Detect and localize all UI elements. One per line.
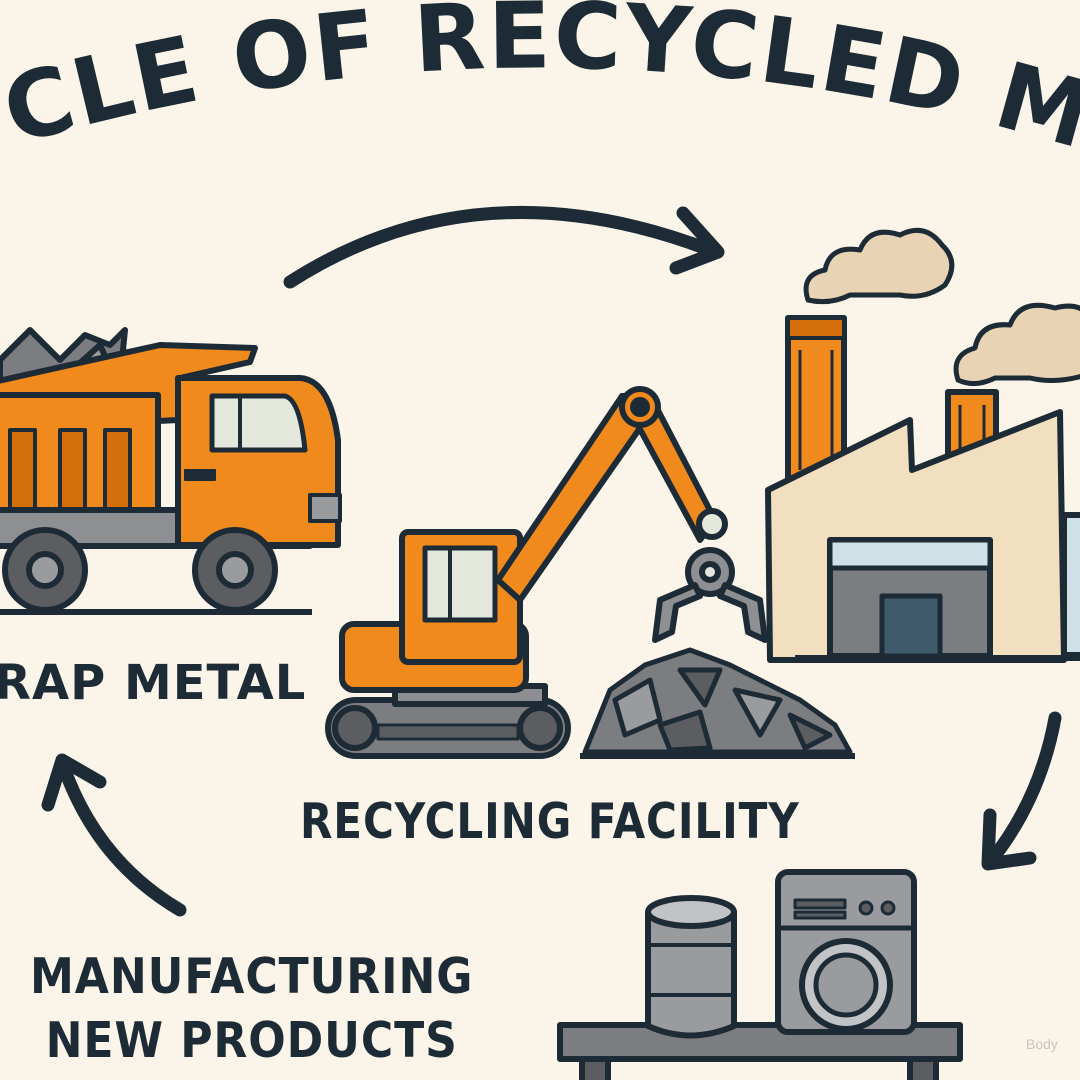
manufacturing-label: MANUFACTURING NEW PRODUCTS xyxy=(30,945,473,1073)
manufacturing-label-line1: MANUFACTURING xyxy=(30,948,474,1005)
excavator-icon xyxy=(325,386,768,759)
scrap-pile-icon xyxy=(580,647,855,759)
recycling-facility-label: RECYCLING FACILITY xyxy=(300,793,800,850)
diagram-title-text: RECYCLE OF RECYCLED METAL xyxy=(0,0,1080,190)
arrow-icon xyxy=(283,206,725,289)
dump-truck-icon xyxy=(0,327,342,615)
smoke-icon xyxy=(803,227,1080,386)
factory-icon xyxy=(765,227,1080,663)
can-icon xyxy=(645,895,737,1039)
watermark: Body xyxy=(1026,1036,1058,1052)
arrow-icon xyxy=(981,711,1062,871)
diagram-title: RECYCLE OF RECYCLED METAL xyxy=(0,0,1080,190)
manufacturing-label-line2: NEW PRODUCTS xyxy=(45,1012,458,1069)
arrow-icon xyxy=(41,753,187,917)
scrap-metal-label: RAP METAL xyxy=(0,655,307,711)
washing-machine-icon xyxy=(775,869,917,1035)
